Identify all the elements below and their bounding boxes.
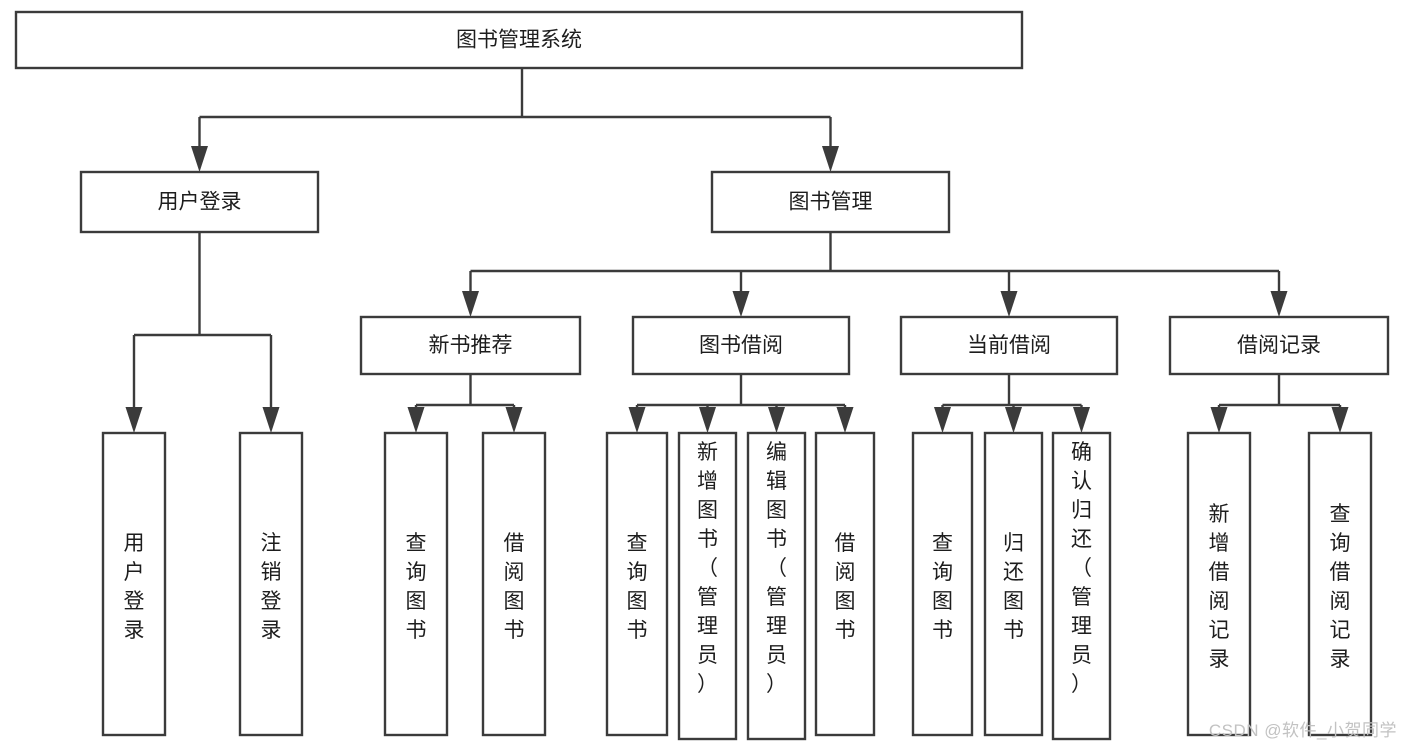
node-leaf-current-borrow-1[interactable]: 归还图书 [983,431,1044,737]
node-level2-1[interactable]: 图书借阅 [631,315,851,376]
arrow-level1-to-level2-0 [462,271,479,317]
arrow-borrow-record-to-leaf-0 [1210,405,1228,433]
node-label: 注销登录 [261,532,282,642]
node-label: 用户登录 [124,532,145,642]
node-leaf-borrow-record-0[interactable]: 新增借阅记录 [1186,431,1252,737]
node-label: 新增借阅记录 [1209,503,1230,671]
arrow-current-borrow-to-leaf-1 [1005,405,1022,433]
node-label: 图书管理 [789,191,873,214]
node-leaf-borrow-record-1[interactable]: 查询借阅记录 [1307,431,1373,737]
nodes-layer: 图书管理系统用户登录图书管理新书推荐图书借阅当前借阅借阅记录用户登录注销登录查询… [14,10,1390,741]
arrow-root-to-level1-0 [191,117,208,172]
arrow-level1-to-level2-3 [1270,271,1288,317]
arrow-book-borrow-to-leaf-0 [628,405,646,433]
arrow-user-login-to-leaf-0 [125,335,143,433]
node-leaf-new-book-recommend-0[interactable]: 查询图书 [383,431,449,737]
arrow-user-login-to-leaf-1 [262,335,280,433]
node-label: 图书管理系统 [456,29,582,52]
arrow-current-borrow-to-leaf-2 [1073,405,1090,433]
node-level2-3[interactable]: 借阅记录 [1168,315,1390,376]
node-leaf-user-login-0[interactable]: 用户登录 [101,431,167,737]
node-label: 查询图书 [932,532,953,642]
node-level1-0[interactable]: 用户登录 [79,170,320,234]
node-leaf-book-borrow-1[interactable]: 新增图书（管理员） [677,431,738,741]
node-label: 借阅图书 [835,532,856,642]
node-label: 查询图书 [406,532,427,642]
arrow-book-borrow-to-leaf-2 [768,405,785,433]
node-label: 查询图书 [627,532,648,642]
node-label: 编辑图书（管理员） [766,441,787,696]
connectors-layer [125,68,1349,433]
node-label: 当前借阅 [967,334,1051,357]
arrow-book-borrow-to-leaf-3 [836,405,854,433]
node-label: 查询借阅记录 [1330,503,1351,671]
arrow-level1-to-level2-2 [1000,271,1018,317]
node-label: 新书推荐 [429,334,513,357]
arrow-new-book-recommend-to-leaf-1 [505,405,523,433]
node-level2-0[interactable]: 新书推荐 [359,315,582,376]
node-label: 借阅记录 [1237,334,1321,357]
node-level2-2[interactable]: 当前借阅 [899,315,1119,376]
arrow-new-book-recommend-to-leaf-0 [407,405,425,433]
node-label: 归还图书 [1003,532,1024,642]
node-label: 用户登录 [158,191,242,214]
node-label: 图书借阅 [699,334,783,357]
arrow-current-borrow-to-leaf-0 [934,405,951,433]
node-label: 借阅图书 [504,532,525,642]
arrow-book-borrow-to-leaf-1 [699,405,716,433]
node-level1-1[interactable]: 图书管理 [710,170,951,234]
node-label: 新增图书（管理员） [697,441,718,696]
watermark-label: CSDN @软件_小贺同学 [1208,721,1397,740]
arrow-borrow-record-to-leaf-1 [1331,405,1349,433]
arrow-root-to-level1-1 [822,117,839,172]
node-leaf-new-book-recommend-1[interactable]: 借阅图书 [481,431,547,737]
node-leaf-user-login-1[interactable]: 注销登录 [238,431,304,737]
node-leaf-book-borrow-3[interactable]: 借阅图书 [814,431,876,737]
node-leaf-book-borrow-2[interactable]: 编辑图书（管理员） [746,431,807,741]
arrow-level1-to-level2-1 [732,271,750,317]
node-label: 确认归还（管理员） [1071,441,1092,696]
node-leaf-book-borrow-0[interactable]: 查询图书 [605,431,669,737]
node-root[interactable]: 图书管理系统 [14,10,1024,70]
node-leaf-current-borrow-0[interactable]: 查询图书 [911,431,974,737]
node-leaf-current-borrow-2[interactable]: 确认归还（管理员） [1051,431,1112,741]
